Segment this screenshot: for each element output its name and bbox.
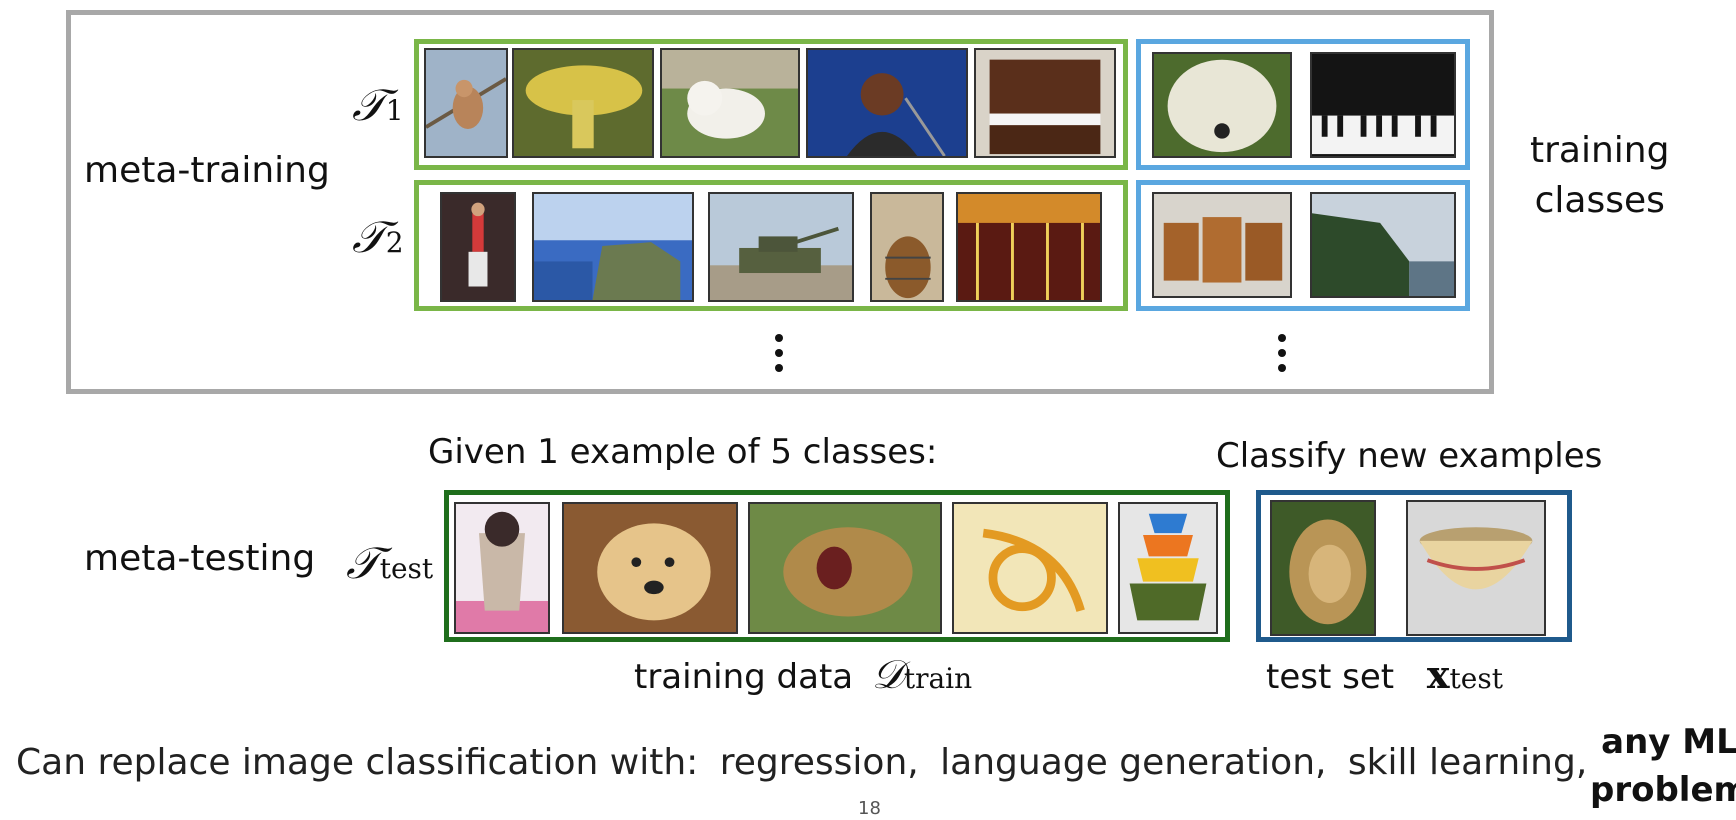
test-query-box <box>1256 490 1572 642</box>
training-classes-line1: training <box>1530 130 1670 171</box>
image-piano <box>974 48 1116 158</box>
image-parfait <box>454 502 550 634</box>
task1-label: 𝒯1 <box>352 80 404 131</box>
test-support-box <box>444 490 1230 642</box>
task1-sub: 1 <box>385 94 404 127</box>
row2-support-box <box>414 180 1128 311</box>
train-sub: train <box>903 662 973 695</box>
row1-support-box <box>414 39 1128 170</box>
row2-query-box <box>1136 180 1470 311</box>
test-symbol: x <box>1426 652 1450 697</box>
ellipsis-query <box>1278 334 1286 379</box>
task-test-symbol: 𝒯 <box>346 538 380 589</box>
image-lion <box>1270 500 1376 636</box>
image-golden-retriever <box>562 502 738 634</box>
footer-line: Can replace image classification with: r… <box>16 742 1587 783</box>
image-tank <box>708 192 854 302</box>
footer-prefix: Can replace image classification with: <box>16 742 699 783</box>
training-data-text: training data <box>634 657 854 697</box>
task2-symbol: 𝒯 <box>352 212 386 263</box>
image-singer <box>806 48 968 158</box>
footer-any-ml-line1: any ML <box>1601 722 1736 762</box>
footer-item-skill-learning: skill learning, <box>1347 742 1588 783</box>
test-set-text: test set <box>1266 657 1395 697</box>
image-gymnast <box>440 192 516 302</box>
train-symbol: 𝒟 <box>871 652 904 698</box>
image-barrels <box>1152 192 1292 298</box>
given-label: Given 1 example of 5 classes: <box>428 432 938 472</box>
meta-testing-label: meta-testing <box>84 538 316 579</box>
image-bird <box>424 48 508 158</box>
footer-any-ml-line2: problem <box>1590 770 1736 810</box>
image-bowl <box>1406 500 1546 636</box>
image-piano-keys <box>1310 52 1456 158</box>
image-stacked-bowls <box>1118 502 1218 634</box>
image-cliffs <box>1310 192 1456 298</box>
test-set-caption: test set xtest <box>1266 652 1503 697</box>
image-barrel <box>870 192 944 302</box>
image-shaggy-dog <box>1152 52 1292 158</box>
training-data-caption: training data 𝒟train <box>634 652 972 698</box>
test-sub: test <box>1449 662 1503 695</box>
image-lion-roaring <box>748 502 942 634</box>
footer-item-language-generation: language generation, <box>940 742 1327 783</box>
classify-label: Classify new examples <box>1216 436 1603 476</box>
meta-training-box <box>66 10 1494 394</box>
footer-item-regression: regression, <box>719 742 919 783</box>
task-test-sub: test <box>379 552 434 585</box>
training-classes-label: training classes <box>1530 126 1669 226</box>
task2-label: 𝒯2 <box>352 212 404 263</box>
image-pretzel-knot <box>952 502 1108 634</box>
page-number: 18 <box>858 798 881 819</box>
training-classes-line2: classes <box>1534 180 1665 221</box>
footer-any-ml: any ML problem <box>1590 718 1736 814</box>
row1-query-box <box>1136 39 1470 170</box>
image-white-dog <box>660 48 800 158</box>
image-mushroom <box>512 48 654 158</box>
task2-sub: 2 <box>385 226 404 259</box>
meta-training-label: meta-training <box>84 150 330 191</box>
image-cliff-coast <box>532 192 694 302</box>
task-test-label: 𝒯test <box>346 538 433 589</box>
task1-symbol: 𝒯 <box>352 80 386 131</box>
ellipsis-support <box>775 334 783 379</box>
image-carousel <box>956 192 1102 302</box>
